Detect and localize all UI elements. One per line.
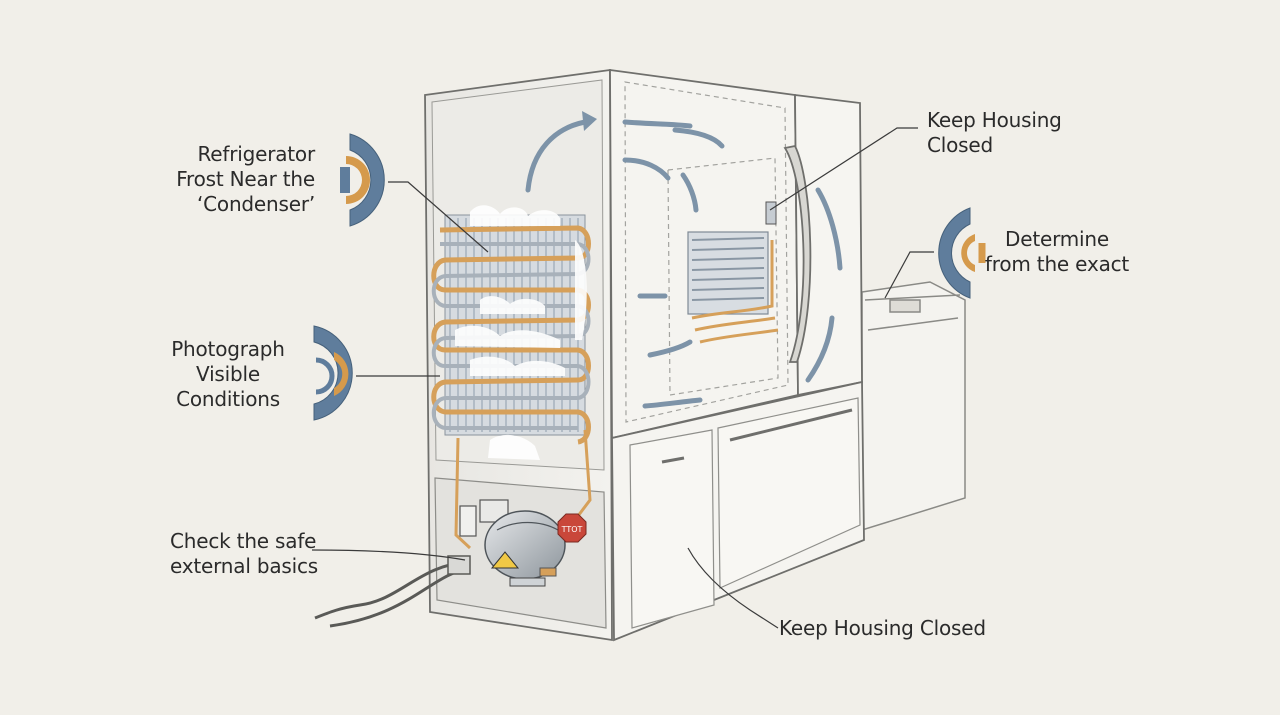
compressor (459, 499, 566, 587)
airflow-arrows (525, 111, 843, 409)
warning-stop-tag: TTOT (557, 513, 587, 543)
label-determine-exact: Determine from the exact (984, 227, 1130, 276)
badge-frost-condenser (340, 133, 385, 227)
dishwasher (861, 281, 966, 532)
label-housing-top: Keep Housing Closed (927, 108, 1062, 157)
label-housing-bottom: Keep Housing Closed (779, 616, 986, 640)
label-photograph-conditions: Photograph Visible Conditions (171, 337, 285, 411)
label-check-basics: Check the safe external basics (170, 529, 318, 578)
condenser-coil (431, 205, 592, 550)
warning-tag-text: TTOT (561, 525, 583, 534)
interior-evaporator (687, 201, 779, 344)
label-frost-condenser: Refrigerator Frost Near the ‘Condenser’ (176, 142, 315, 216)
badge-determine-exact (938, 207, 986, 299)
fridge-front-body (609, 68, 865, 642)
callout-lines (311, 127, 934, 629)
power-cord (314, 555, 471, 628)
badge-photograph-conditions (313, 325, 353, 421)
